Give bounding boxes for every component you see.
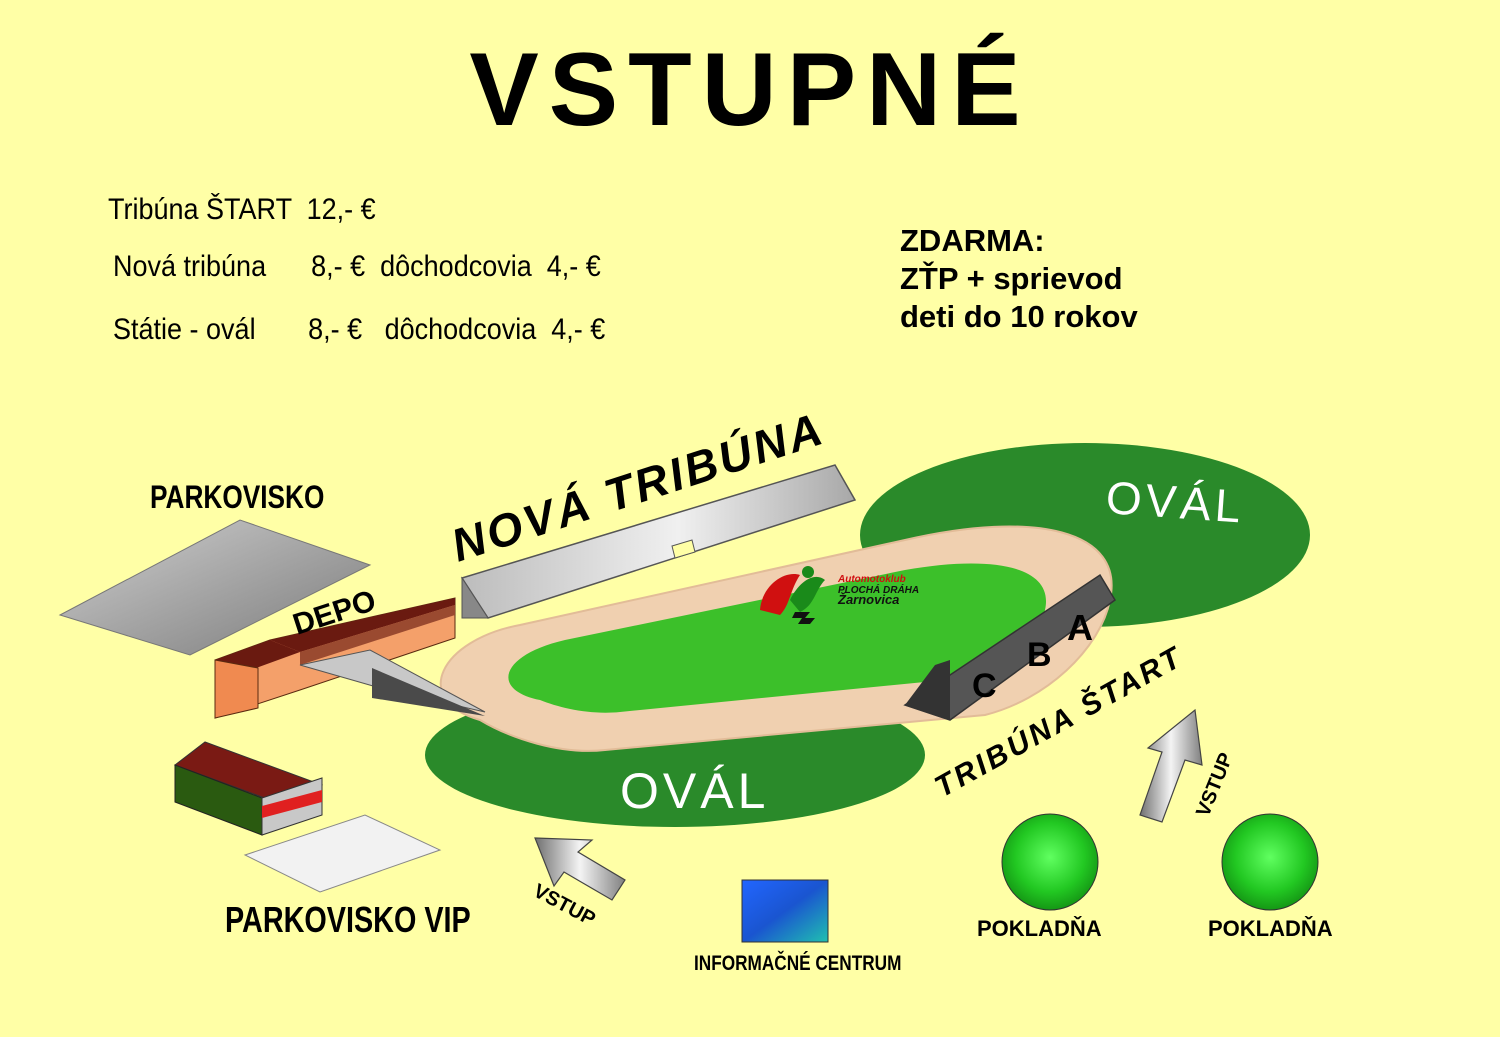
parking-lot [58, 519, 372, 656]
vip-parking-lot [243, 814, 442, 893]
sector-c-label: C [972, 667, 997, 705]
logo-line-1: Automotoklub [837, 574, 906, 585]
sector-b-label: B [1027, 636, 1052, 674]
parkovisko-vip-label: PARKOVISKO VIP [225, 899, 471, 940]
price-row-statie-oval: Státie - ovál 8,- € dôchodcovia 4,- € [113, 313, 606, 346]
info-centre-label: INFORMAČNÉ CENTRUM [694, 951, 901, 975]
logo-line-2: PLOCHÁ DRÁHA [838, 583, 919, 596]
inner-field [508, 563, 1047, 713]
pokladna-left-icon [1001, 813, 1099, 911]
pokladna-right-icon [1221, 813, 1319, 911]
tribuna-start-stand [903, 573, 1116, 721]
oval-label-top: OVÁL [1104, 471, 1246, 533]
nova-tribuna-stand [460, 464, 857, 619]
page-title: VSTUPNÉ [469, 32, 1031, 148]
pokladna-right-label: POKLADŇA [1208, 916, 1333, 941]
free-entry-line: ZŤP + sprievod [900, 261, 1123, 296]
free-entry-box: ZDARMA: ZŤP + sprievod deti do 10 rokov [900, 222, 1138, 336]
oval-label-bottom: OVÁL [620, 763, 769, 819]
sector-a-label: A [1067, 607, 1093, 648]
price-row-nova-tribuna: Nová tribúna 8,- € dôchodcovia 4,- € [113, 250, 601, 283]
info-centre-icon [741, 879, 829, 943]
vip-building [173, 741, 324, 836]
club-logo: Automotoklub PLOCHÁ DRÁHA Žarnovica [760, 566, 919, 624]
parkovisko-label: PARKOVISKO [150, 481, 324, 516]
free-entry-heading: ZDARMA: [900, 223, 1045, 258]
free-entry-line: deti do 10 rokov [900, 299, 1138, 334]
logo-line-3: Žarnovica [837, 592, 899, 607]
entrance-arrow-right [1139, 708, 1203, 823]
vstup-left-label: VSTUP [530, 880, 599, 931]
pokladna-left-label: POKLADŇA [977, 916, 1102, 941]
price-row-tribuna-start: Tribúna ŠTART 12,- € [108, 193, 376, 226]
entrance-arrow-left [534, 837, 626, 901]
